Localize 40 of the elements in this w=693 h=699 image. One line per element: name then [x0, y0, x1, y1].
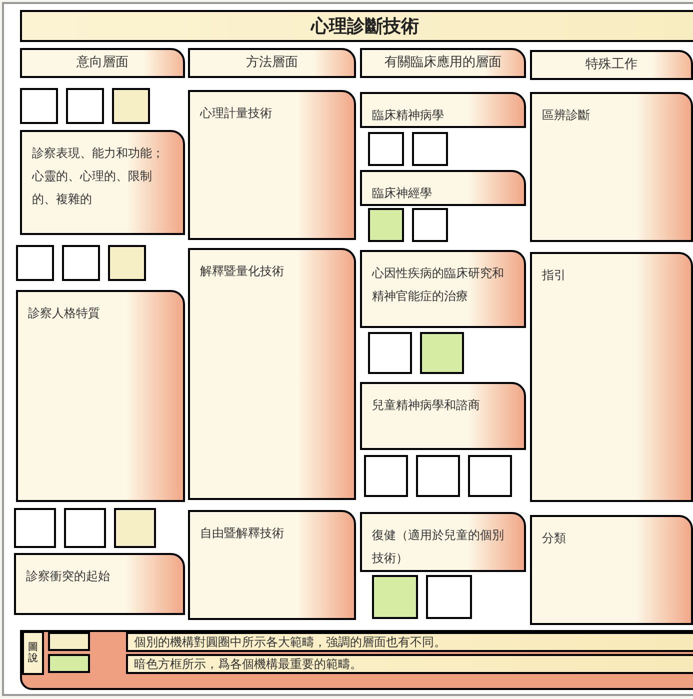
category-box	[16, 290, 185, 502]
legend-text: 個別的機構對圓圈中所示各大範疇，強調的層面也有不同。	[134, 634, 446, 651]
box-text: 解釋暨量化技術	[200, 263, 285, 280]
box-text: 心理計量技術	[200, 105, 273, 122]
box-text: 診察人格特質	[28, 305, 101, 322]
header-text: 特殊工作	[586, 56, 638, 74]
category-box	[360, 382, 526, 450]
category-box	[530, 92, 693, 242]
column-header	[530, 50, 693, 80]
category-box	[188, 248, 356, 500]
box-text: 區辨診斷	[542, 107, 591, 124]
category-box	[188, 90, 356, 240]
box-text: 心因性疾病的臨床研究和精神官能症的治療	[372, 265, 505, 305]
column-header	[188, 48, 356, 78]
column-header	[20, 48, 185, 78]
category-box	[14, 553, 185, 615]
legend-title: 圖說	[28, 642, 38, 664]
header-text: 方法層面	[246, 54, 298, 72]
category-box	[188, 510, 356, 620]
header-text: 意向層面	[76, 54, 128, 72]
header-text: 有關臨床應用的層面	[384, 54, 502, 72]
box-text: 自由暨解釋技術	[200, 525, 285, 542]
legend-text: 暗色方框所示，爲各個機構最重要的範疇。	[134, 656, 362, 673]
box-text: 診察表現、能力和功能；心靈的、心理的、限制的、複雜的	[32, 145, 165, 208]
category-box	[20, 130, 185, 235]
box-text: 臨床神經學	[372, 185, 433, 202]
box-text: 分類	[542, 530, 567, 547]
box-text: 指引	[542, 267, 567, 284]
category-box	[360, 512, 526, 572]
title: 心理診斷技術	[311, 14, 419, 38]
column-header	[360, 48, 526, 78]
category-box	[360, 250, 526, 328]
box-text: 兒童精神病學和諮商	[372, 397, 481, 414]
category-box	[360, 92, 526, 128]
box-text: 臨床精神病學	[372, 107, 445, 124]
category-box	[530, 515, 693, 625]
box-text: 診察衝突的起始	[26, 568, 111, 585]
category-box	[530, 252, 693, 502]
box-text: 復健（適用於兒童的個別技術）	[372, 527, 505, 567]
category-box	[360, 170, 526, 206]
